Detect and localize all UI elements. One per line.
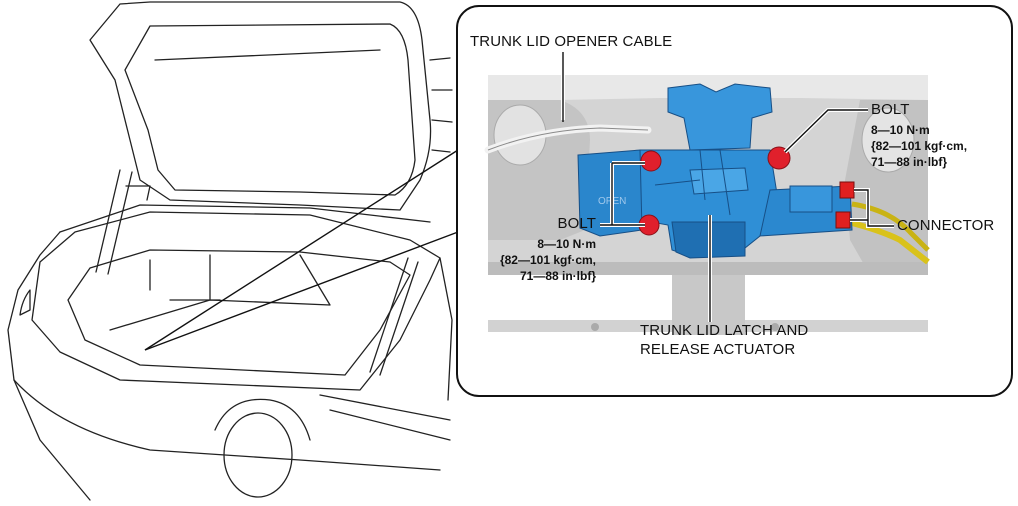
wire-harness [847, 219, 930, 265]
opener-cable-edge [487, 127, 649, 151]
wheel-arch [214, 398, 311, 441]
latch-label-line-1: TRUNK LID LATCH AND [640, 322, 809, 339]
zoom-leader-lower [144, 231, 459, 351]
bolt-upper-title: BOLT [871, 101, 910, 118]
trunk-side-wall [149, 259, 221, 301]
right-hinge-strut [369, 257, 419, 376]
leader-bolt-left [600, 162, 645, 226]
bolt-upper-spec-3: 71—88 in·lbf} [871, 155, 948, 169]
car-rear-illustration [7, 1, 453, 501]
rear-deck-line [59, 204, 431, 233]
bolt-upper-spec-1: 8—10 N·m [871, 123, 930, 137]
rear-quarter [439, 257, 453, 401]
leader-bolt-right [784, 109, 868, 153]
trunk-lid-rib [154, 49, 381, 61]
connector-label: CONNECTOR [897, 217, 995, 234]
left-taillight [19, 289, 31, 316]
bolt-lower-spec-2: {82—101 kgf·cm, [499, 253, 596, 267]
actuator-motor [789, 185, 833, 213]
body-contour-lines [429, 57, 453, 153]
wire-harness-2 [851, 201, 930, 252]
latch-upper-plate [667, 83, 773, 151]
trunk-opening-inner [67, 249, 411, 376]
panel-hole-right [861, 107, 915, 173]
bolt-lower-title: BOLT [557, 215, 596, 232]
trunk-lid-inner [124, 23, 416, 196]
connector-lower [835, 211, 851, 229]
opener-cable-label: TRUNK LID OPENER CABLE [470, 33, 673, 50]
zoom-leader-lines [144, 149, 459, 351]
rear-body-outline [7, 231, 91, 501]
body-crease [319, 394, 451, 441]
rail-bolt-left [591, 323, 599, 331]
latch-highlight [689, 167, 749, 195]
bolt-upper-right [767, 146, 791, 170]
bolt-upper-spec-2: {82—101 kgf·cm, [871, 139, 968, 153]
leader-connector [850, 189, 894, 227]
callout-leaders-dark [562, 52, 894, 322]
latch-label-line-2: RELEASE ACTUATOR [640, 341, 796, 358]
rear-bumper [13, 379, 441, 471]
left-hinge-strut [95, 169, 133, 275]
trunk-opening-outer [31, 211, 441, 391]
zoom-leader-upper [144, 149, 459, 351]
trunk-lid-outer [89, 1, 432, 211]
latch-detail-a [654, 149, 731, 216]
bolt-lower-spec-1: 8—10 N·m [537, 237, 596, 251]
bolt-lower-spec-3: 71—88 in·lbf} [519, 269, 596, 283]
rail-bolt-right [771, 323, 779, 331]
left-hinge-bar [125, 185, 151, 201]
connector-upper [839, 181, 855, 199]
rear-wheel [223, 412, 293, 498]
